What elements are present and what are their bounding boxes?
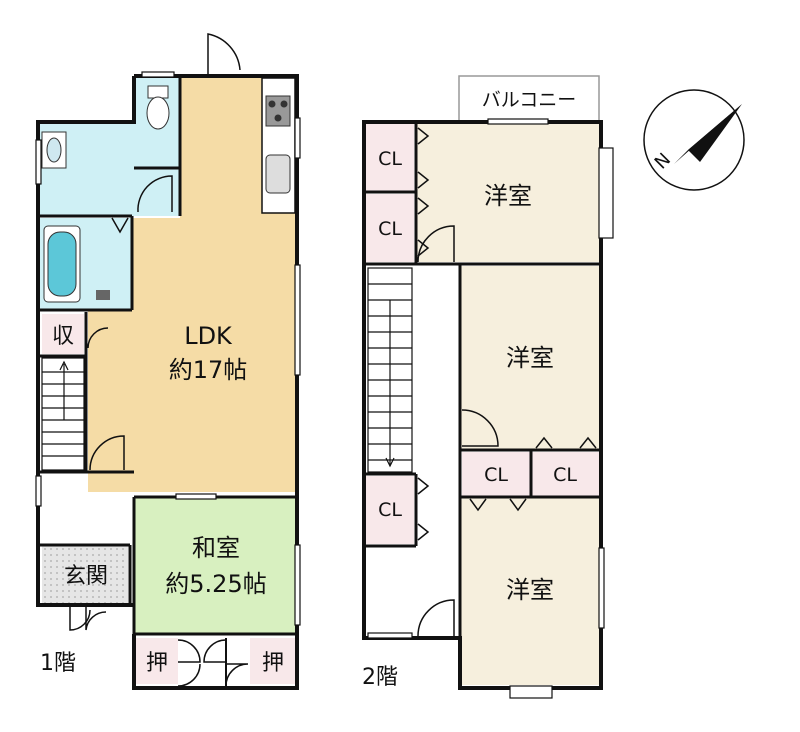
shower-icon <box>96 290 110 300</box>
cl-label-1: CL <box>378 148 402 170</box>
room-bottom-label: 洋室 <box>506 576 554 604</box>
cl-label-4: CL <box>484 464 508 486</box>
compass-ring <box>643 89 745 191</box>
ldk-size: 約17帖 <box>169 356 248 384</box>
floor-1-walls <box>36 74 299 690</box>
bathtub-icon <box>43 225 81 303</box>
closet-right-fill <box>250 638 295 684</box>
storage-label: 収 <box>52 324 74 349</box>
room-mid-label: 洋室 <box>506 344 554 372</box>
closet-right-label: 押 <box>262 651 284 676</box>
yoshitsu-bottom-fill <box>460 498 599 685</box>
room-top-label: 洋室 <box>484 182 532 210</box>
washitsu-fill <box>134 497 297 634</box>
entrance-label: 玄関 <box>64 564 108 589</box>
wash-basin-icon <box>41 131 67 169</box>
balcony-label: バルコニー <box>482 89 577 111</box>
floor-1-windows <box>35 71 301 626</box>
washitsu-size: 約5.25帖 <box>165 570 266 598</box>
floor-2-doors <box>417 127 597 637</box>
compass: N <box>643 89 745 191</box>
floor-2: バルコニー 洋室 洋室 洋室 CL CL CL CL CL 2階 <box>362 75 614 699</box>
yoshitsu-mid-fill <box>460 266 599 449</box>
cl-label-2: CL <box>378 218 402 240</box>
cl-1-fill <box>366 124 414 192</box>
cl-label-5: CL <box>553 464 577 486</box>
washitsu-name: 和室 <box>192 534 240 562</box>
ldk-name: LDK <box>184 322 233 350</box>
floor-2-stairs <box>367 267 413 473</box>
floor-2-windows <box>367 118 614 699</box>
closet-left-fill <box>136 638 178 684</box>
cl-3-fill <box>366 476 414 544</box>
cl-5-fill <box>532 452 599 496</box>
kitchen-sink-icon <box>265 154 291 194</box>
storage-fill <box>42 314 84 354</box>
floor-2-label: 2階 <box>362 665 398 690</box>
cl-label-3: CL <box>378 499 402 521</box>
entrance-fill <box>42 545 128 603</box>
yoshitsu-top-fill <box>416 124 599 262</box>
floor-1: LDK 約17帖 和室 約5.25帖 収 玄関 押 押 1階 <box>35 33 301 690</box>
cl-2-fill <box>366 194 414 262</box>
floor-1-doors <box>69 33 249 687</box>
cl-4-fill <box>462 452 530 496</box>
floor-1-stairs <box>41 357 85 471</box>
floor-2-walls <box>362 120 603 690</box>
toilet-icon <box>146 85 170 130</box>
floor-1-label: 1階 <box>40 651 76 676</box>
closet-left-label: 押 <box>146 651 168 676</box>
